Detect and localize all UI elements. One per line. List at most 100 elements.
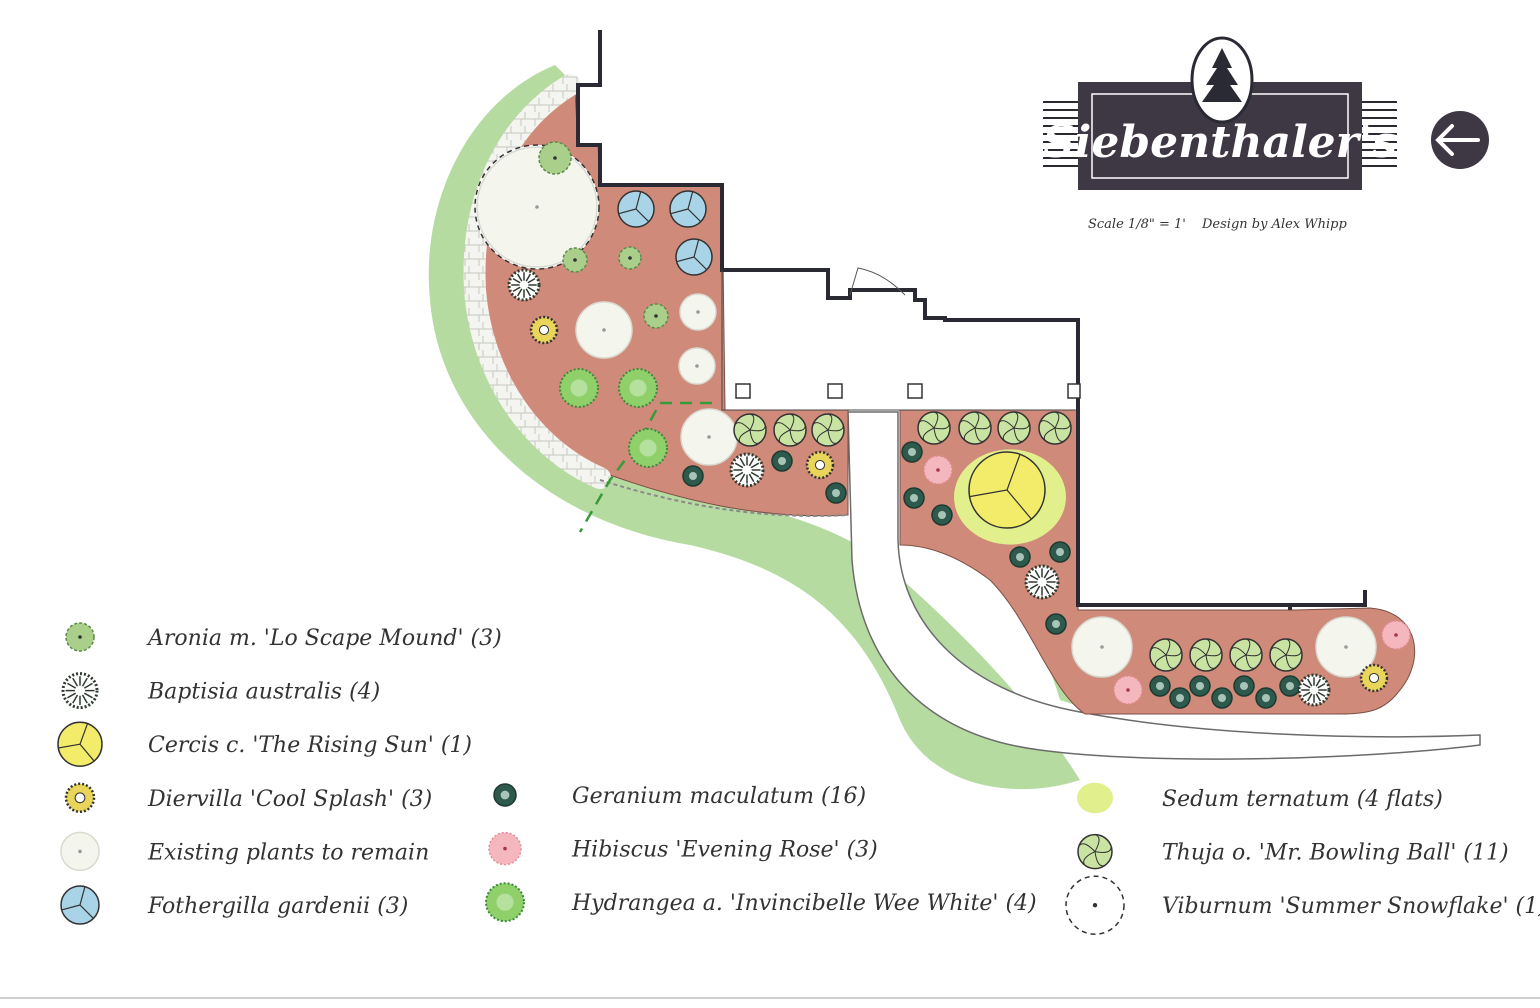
plant-diervilla: [529, 315, 559, 345]
plant-thuja: [811, 413, 845, 447]
plant-geranium: [1049, 541, 1071, 563]
plant-diervilla: [805, 450, 835, 480]
plant-geranium: [901, 441, 923, 463]
plant-geranium: [931, 504, 953, 526]
legend-label: Baptisia australis (4): [147, 680, 380, 705]
plant-geranium: [1189, 675, 1211, 697]
legend-item-geranium: Geranium maculatum (16): [493, 783, 866, 809]
legend-item-baptisia: Baptisia australis (4): [61, 672, 380, 710]
plant-geranium: [1211, 687, 1233, 709]
plant-geranium: [1169, 687, 1191, 709]
plant-cercis: [57, 721, 103, 767]
plant-baptisia: [507, 268, 541, 302]
plant-baptisia: [1024, 564, 1060, 600]
legend-item-diervilla: Diervilla 'Cool Splash' (3): [64, 782, 432, 814]
plant-thuja: [1269, 638, 1303, 672]
stone-edge: [463, 74, 611, 489]
house-interior: [721, 270, 1075, 411]
plant-existing: [60, 831, 100, 872]
plant-geranium: [825, 482, 847, 504]
plant-diervilla: [1359, 663, 1389, 693]
legend-label: Hibiscus 'Evening Rose' (3): [571, 838, 878, 863]
north-arrow: [1431, 111, 1489, 169]
legend-label: Sedum ternatum (4 flats): [1162, 787, 1443, 812]
legend-label: Existing plants to remain: [147, 840, 429, 865]
plant-existing: [476, 146, 598, 268]
plant-hibiscus: [1113, 675, 1143, 705]
legend-item-existing: Existing plants to remain: [60, 831, 429, 872]
house-outline: [576, 30, 1367, 610]
plant-cercis: [968, 451, 1046, 529]
plant-geranium: [1149, 675, 1171, 697]
legend-label: Fothergilla gardenii (3): [147, 894, 408, 919]
plant-hibiscus: [488, 831, 522, 866]
plant-baptisia: [61, 672, 99, 710]
plant-aronia: [538, 141, 572, 175]
plant-thuja: [917, 411, 951, 445]
legend-item-aronia: Aronia m. 'Lo Scape Mound' (3): [65, 622, 502, 652]
logo-stripes: [1043, 101, 1397, 167]
plant-fothergilla: [675, 238, 713, 276]
plant-hydrangea: [618, 368, 658, 408]
plant-hibiscus: [1381, 620, 1411, 650]
legend-item-viburnum: Viburnum 'Summer Snowflake' (1): [1065, 875, 1540, 935]
plant-existing: [1315, 616, 1377, 678]
posts: [735, 383, 1081, 399]
legend-label: Aronia m. 'Lo Scape Mound' (3): [146, 626, 502, 651]
plant-existing: [575, 301, 633, 359]
driveway: [847, 411, 1481, 760]
plant-aronia: [65, 622, 95, 652]
plant-thuja: [1077, 833, 1113, 870]
door-swing: [849, 267, 906, 296]
bed-edge: [599, 479, 849, 517]
plant-thuja: [733, 413, 767, 447]
plant-thuja: [958, 411, 992, 445]
plant-thuja: [773, 413, 807, 447]
plant-hydrangea: [628, 428, 668, 468]
plant-legend: Aronia m. 'Lo Scape Mound' (3) Baptisia a…: [57, 622, 1540, 935]
legend-label: Viburnum 'Summer Snowflake' (1): [1162, 894, 1540, 919]
legend-item-thuja: Thuja o. 'Mr. Bowling Ball' (11): [1077, 833, 1509, 870]
plant-geranium: [1045, 613, 1067, 635]
company-logo: Siebenthaler's Scale 1/8" = 1' Design by…: [1043, 36, 1489, 232]
legend-item-fothergilla: Fothergilla gardenii (3): [60, 885, 408, 925]
plant-geranium: [1233, 675, 1255, 697]
legend-label: Thuja o. 'Mr. Bowling Ball' (11): [1162, 841, 1509, 866]
plant-fothergilla: [669, 190, 707, 228]
arrow-left-icon: [1435, 124, 1480, 156]
plant-geranium: [493, 783, 517, 807]
walkway: [847, 411, 1481, 760]
plant-geranium: [682, 465, 704, 487]
plant-aronia: [618, 246, 642, 270]
plant-geranium: [903, 487, 925, 509]
plant-fothergilla: [60, 885, 100, 925]
legend-item-sedum: Sedum ternatum (4 flats): [1077, 782, 1443, 814]
dashed-line: [578, 401, 712, 533]
plant-baptisia: [1297, 673, 1331, 707]
designer-credit: Design by Alex Whipp: [1201, 217, 1347, 232]
legend-item-hydrangea: Hydrangea a. 'Invincibelle Wee White' (4…: [485, 882, 1037, 923]
plant-existing: [680, 408, 738, 466]
plant-baptisia: [729, 452, 765, 488]
scale-note: Scale 1/8" = 1': [1088, 217, 1186, 232]
plant-thuja: [1149, 638, 1183, 672]
plant-existing: [679, 293, 717, 331]
legend-label: Cercis c. 'The Rising Sun' (1): [148, 733, 472, 758]
plant-geranium: [1009, 546, 1031, 568]
plant-geranium: [771, 450, 793, 472]
plant-existing: [678, 347, 716, 385]
plant-hydrangea: [485, 882, 525, 923]
plant-diervilla: [64, 782, 96, 814]
legend-label: Hydrangea a. 'Invincibelle Wee White' (4…: [571, 891, 1037, 916]
plant-hibiscus: [923, 455, 953, 485]
brand-name: Siebenthaler's: [1043, 117, 1397, 168]
plant-hydrangea: [559, 368, 599, 408]
plant-geranium: [1255, 687, 1277, 709]
plant-geranium: [1279, 675, 1301, 697]
plant-aronia: [562, 247, 588, 273]
plant-fothergilla: [617, 190, 655, 228]
plant-sedum: [1077, 782, 1113, 814]
legend-item-hibiscus: Hibiscus 'Evening Rose' (3): [488, 831, 878, 866]
plant-thuja: [1189, 638, 1223, 672]
